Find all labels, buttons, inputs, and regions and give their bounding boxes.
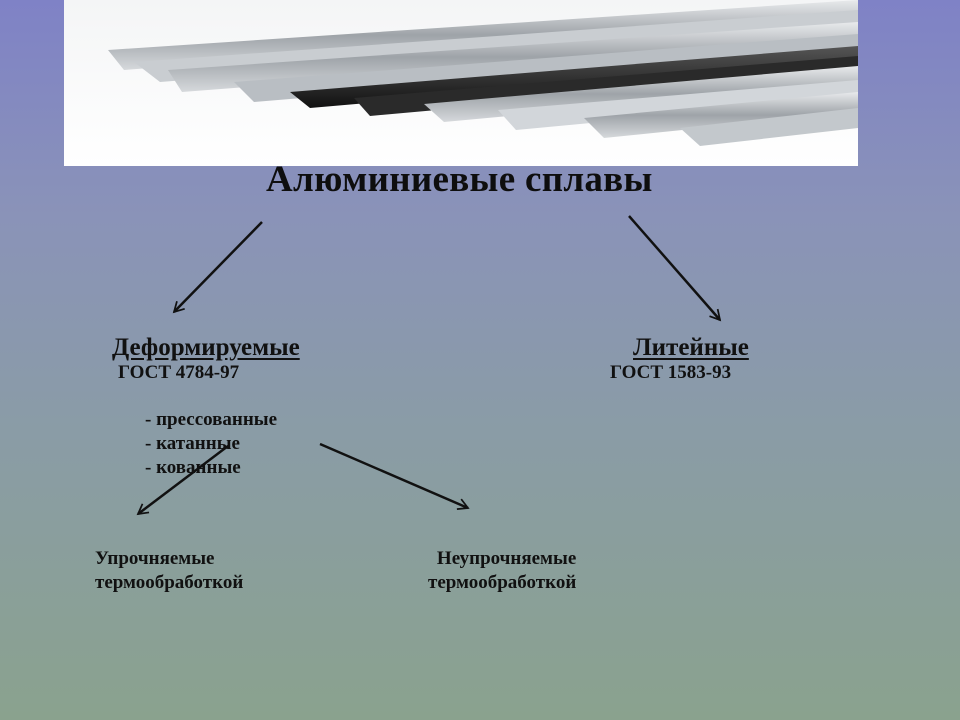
heat-treatable-line2: термообработкой	[95, 572, 244, 593]
non-heat-treatable-line1: Неупрочняемые	[436, 548, 577, 569]
arrow-to-cast	[628, 215, 722, 322]
heat-treatable-line1: Упрочняемые	[95, 548, 215, 569]
arrow-to-deformable	[172, 221, 263, 314]
method-item: - катанные	[145, 433, 240, 454]
arrow-to-heat-treatable	[136, 445, 229, 516]
heat-treatable-label: Упрочняемые термообработкой	[95, 547, 243, 595]
diagram-title: Алюминиевые сплавы	[266, 159, 653, 200]
deformable-heading: Деформируемые	[112, 334, 300, 361]
method-item: - кованные	[145, 457, 241, 478]
processing-methods-list: - прессованные - катанные - кованные	[145, 408, 277, 480]
deformable-standard: ГОСТ 4784-97	[118, 362, 240, 383]
arrow-to-non-heat-treatable	[319, 442, 470, 510]
cast-standard: ГОСТ 1583-93	[610, 362, 732, 383]
aluminum-profiles-photo	[64, 0, 858, 166]
cast-heading: Литейные	[633, 334, 749, 361]
non-heat-treatable-line2: термообработкой	[428, 572, 577, 593]
non-heat-treatable-label: Неупрочняемые термообработкой	[428, 547, 576, 595]
method-item: - прессованные	[145, 409, 278, 430]
